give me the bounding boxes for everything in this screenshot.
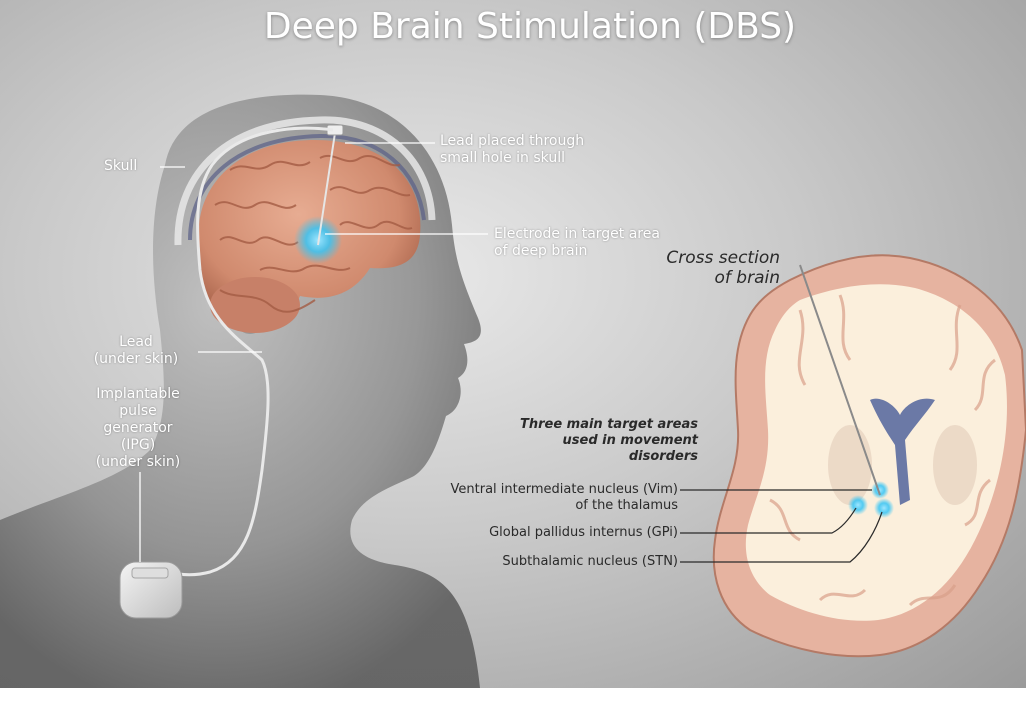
label-vim: Ventral intermediate nucleus (Vim) of th…	[420, 482, 678, 514]
label-lead-hole-line1: Lead placed through	[440, 133, 584, 150]
page-title: Deep Brain Stimulation (DBS)	[0, 5, 1026, 49]
label-electrode: Electrode in target area of deep brain	[494, 226, 660, 260]
stn-target-glow	[874, 498, 894, 518]
label-electrode-line2: of deep brain	[494, 243, 660, 260]
label-targets-heading: Three main target areas used in movement…	[488, 417, 698, 465]
label-targets-heading-line3: disorders	[488, 449, 698, 465]
label-stn: Subthalamic nucleus (STN)	[440, 554, 678, 570]
dbs-illustration: Deep Brain Stimulation (DBS) Skull Lead …	[0, 0, 1026, 688]
label-lead-skin-line2: (under skin)	[76, 351, 196, 368]
label-lead-hole: Lead placed through small hole in skull	[440, 133, 584, 167]
label-lead-skin: Lead (under skin)	[76, 334, 196, 368]
label-targets-heading-line2: used in movement	[488, 433, 698, 449]
basal-ganglia-right	[933, 425, 977, 505]
label-cross-section-line1: Cross section	[640, 248, 780, 268]
label-ipg-line4: (IPG)	[86, 437, 190, 454]
label-lead-hole-line2: small hole in skull	[440, 150, 584, 167]
label-ipg-line3: generator	[86, 420, 190, 437]
label-gpi-text: Global pallidus internus (GPi)	[440, 525, 678, 541]
label-vim-line1: Ventral intermediate nucleus (Vim)	[420, 482, 678, 498]
label-cross-section-line2: of brain	[640, 268, 780, 288]
ipg-device	[120, 562, 182, 618]
label-targets-heading-line1: Three main target areas	[488, 417, 698, 433]
label-lead-skin-line1: Lead	[76, 334, 196, 351]
label-electrode-line1: Electrode in target area	[494, 226, 660, 243]
label-vim-line2: of the thalamus	[420, 498, 678, 514]
label-ipg: Implantable pulse generator (IPG) (under…	[86, 386, 190, 471]
label-skull: Skull	[104, 158, 137, 175]
label-ipg-line5: (under skin)	[86, 454, 190, 471]
bottom-margin	[0, 688, 1026, 711]
basal-ganglia-left	[828, 425, 872, 505]
vim-target-glow	[871, 481, 889, 499]
label-skull-text: Skull	[104, 158, 137, 175]
label-stn-text: Subthalamic nucleus (STN)	[440, 554, 678, 570]
label-ipg-line2: pulse	[86, 403, 190, 420]
label-ipg-line1: Implantable	[86, 386, 190, 403]
label-gpi: Global pallidus internus (GPi)	[440, 525, 678, 541]
gpi-target-glow	[848, 495, 868, 515]
label-cross-section: Cross section of brain	[640, 248, 780, 288]
brain-cross-section	[714, 255, 1026, 656]
